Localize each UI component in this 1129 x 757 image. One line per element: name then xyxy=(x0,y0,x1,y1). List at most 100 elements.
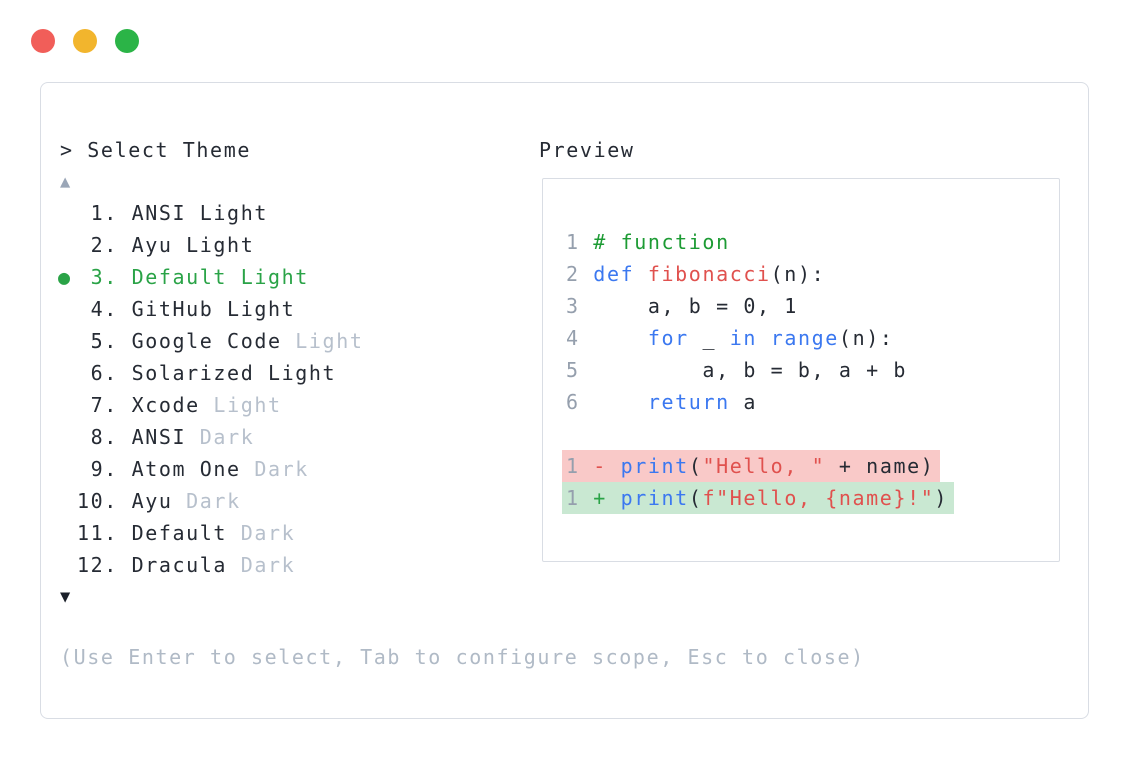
bullet-spacer xyxy=(58,421,77,453)
bullet-spacer xyxy=(58,485,77,517)
preview-title: Preview xyxy=(539,138,635,162)
line-number: 2 xyxy=(566,262,594,286)
code-token-plain: (n): xyxy=(770,262,826,286)
bullet-spacer xyxy=(58,389,77,421)
theme-list-item[interactable]: 7. Xcode Light xyxy=(58,389,363,421)
code-line: 5 a, b = b, a + b xyxy=(566,354,1059,386)
theme-name: 12. Dracula xyxy=(77,553,228,577)
code-line-content: 4 for _ in range(n): xyxy=(566,322,894,354)
theme-name-variant: Dark xyxy=(227,521,296,545)
theme-name: 7. Xcode xyxy=(77,393,200,417)
theme-name: 8. ANSI xyxy=(77,425,187,449)
code-line xyxy=(566,418,1059,450)
code-token-plain: ( xyxy=(688,486,703,510)
code-token-plain: (n): xyxy=(838,326,894,350)
code-token-plain: a, b = b, a + b xyxy=(593,358,908,382)
theme-name-variant: Dark xyxy=(172,489,241,513)
code-line-content: 3 a, b = 0, 1 xyxy=(566,290,798,322)
code-token-plain: a, b = 0, 1 xyxy=(593,294,798,318)
theme-picker-dialog: > Select Theme Preview ▲ 1. ANSI Light 2… xyxy=(40,82,1089,719)
code-line: 4 for _ in range(n): xyxy=(566,322,1059,354)
theme-list-item[interactable]: 8. ANSI Dark xyxy=(58,421,363,453)
code-token-plain: _ xyxy=(688,326,730,350)
code-token-keyword: return xyxy=(647,390,730,414)
bullet-spacer xyxy=(58,197,77,229)
code-token-keyword: in xyxy=(729,326,758,350)
theme-list-item[interactable]: 4. GitHub Light xyxy=(58,293,363,325)
theme-list-item[interactable]: 2. Ayu Light xyxy=(58,229,363,261)
theme-name-variant: Light xyxy=(199,393,282,417)
line-number: 1 xyxy=(566,486,594,510)
line-number: 1 xyxy=(566,230,594,254)
bullet-spacer xyxy=(58,517,77,549)
line-number: 4 xyxy=(566,326,594,350)
code-line: 1 - print("Hello, " + name) xyxy=(562,450,1059,482)
theme-name-variant: Dark xyxy=(227,553,296,577)
code-token-string: f"Hello, {name}!" xyxy=(702,486,935,510)
bullet-spacer xyxy=(58,357,77,389)
code-token-plain: + name) xyxy=(825,454,935,478)
scroll-down-icon[interactable]: ▼ xyxy=(60,587,71,607)
theme-list-item[interactable]: 9. Atom One Dark xyxy=(58,453,363,485)
code-token-string: fibonacci xyxy=(647,262,771,286)
theme-list-item[interactable]: 1. ANSI Light xyxy=(58,197,363,229)
theme-name: 5. Google Code xyxy=(77,329,282,353)
line-number: 6 xyxy=(566,390,594,414)
code-token-keyword: def xyxy=(593,262,648,286)
zoom-button[interactable] xyxy=(115,29,139,53)
code-line-content: 2 def fibonacci(n): xyxy=(566,258,825,290)
line-number: 5 xyxy=(566,358,594,382)
theme-name: 11. Default xyxy=(77,521,228,545)
code-token-plain xyxy=(757,326,771,350)
theme-list: 1. ANSI Light 2. Ayu Light● 3. Default L… xyxy=(58,197,363,581)
code-line: 6 return a xyxy=(566,386,1059,418)
code-token-keyword: print xyxy=(620,486,689,510)
close-button[interactable] xyxy=(31,29,55,53)
bullet-spacer xyxy=(58,229,77,261)
palette-prompt: > Select Theme xyxy=(60,138,251,162)
diff-added-line: 1 + print(f"Hello, {name}!") xyxy=(562,482,955,514)
keyboard-hint: (Use Enter to select, Tab to configure s… xyxy=(60,645,865,669)
theme-name: 9. Atom One xyxy=(77,457,241,481)
theme-name-variant: Light xyxy=(281,329,364,353)
theme-list-item[interactable]: ● 3. Default Light xyxy=(58,261,363,293)
code-line: 3 a, b = 0, 1 xyxy=(566,290,1059,322)
theme-list-item[interactable]: 5. Google Code Light xyxy=(58,325,363,357)
code-token-keyword: range xyxy=(770,326,839,350)
theme-name: 2. Ayu Light xyxy=(77,233,255,257)
code-token-string: "Hello, " xyxy=(702,454,826,478)
code-token-plain xyxy=(593,390,648,414)
code-token-removed-sign: - xyxy=(593,454,621,478)
code-token-keyword: print xyxy=(620,454,689,478)
theme-list-item[interactable]: 12. Dracula Dark xyxy=(58,549,363,581)
code-line: 2 def fibonacci(n): xyxy=(566,258,1059,290)
theme-list-item[interactable]: 11. Default Dark xyxy=(58,517,363,549)
theme-list-item[interactable]: 10. Ayu Dark xyxy=(58,485,363,517)
theme-name: 4. GitHub Light xyxy=(77,297,296,321)
code-token-plain: ) xyxy=(934,486,949,510)
bullet-spacer xyxy=(58,549,77,581)
theme-name-variant: Dark xyxy=(186,425,255,449)
bullet-spacer xyxy=(58,453,77,485)
window-controls xyxy=(31,29,139,53)
bullet-spacer xyxy=(58,325,77,357)
code-line-content: 6 return a xyxy=(566,386,757,418)
code-token-added-sign: + xyxy=(593,486,621,510)
bullet-spacer xyxy=(58,293,77,325)
theme-name: 10. Ayu xyxy=(77,489,173,513)
scroll-up-icon[interactable]: ▲ xyxy=(60,172,71,192)
code-line: 1 # function xyxy=(566,226,1059,258)
code-token-plain xyxy=(593,326,648,350)
code-line: 1 + print(f"Hello, {name}!") xyxy=(562,482,1059,514)
theme-name: 3. Default Light xyxy=(77,265,309,289)
selected-dot-icon: ● xyxy=(58,265,72,289)
minimize-button[interactable] xyxy=(73,29,97,53)
code-line-content: 1 # function xyxy=(566,226,730,258)
code-token-keyword: for xyxy=(647,326,689,350)
code-line-content: 5 a, b = b, a + b xyxy=(566,354,907,386)
line-number: 1 xyxy=(566,454,594,478)
theme-list-item[interactable]: 6. Solarized Light xyxy=(58,357,363,389)
code-token-comment: # function xyxy=(593,230,730,254)
theme-name-variant: Dark xyxy=(240,457,309,481)
